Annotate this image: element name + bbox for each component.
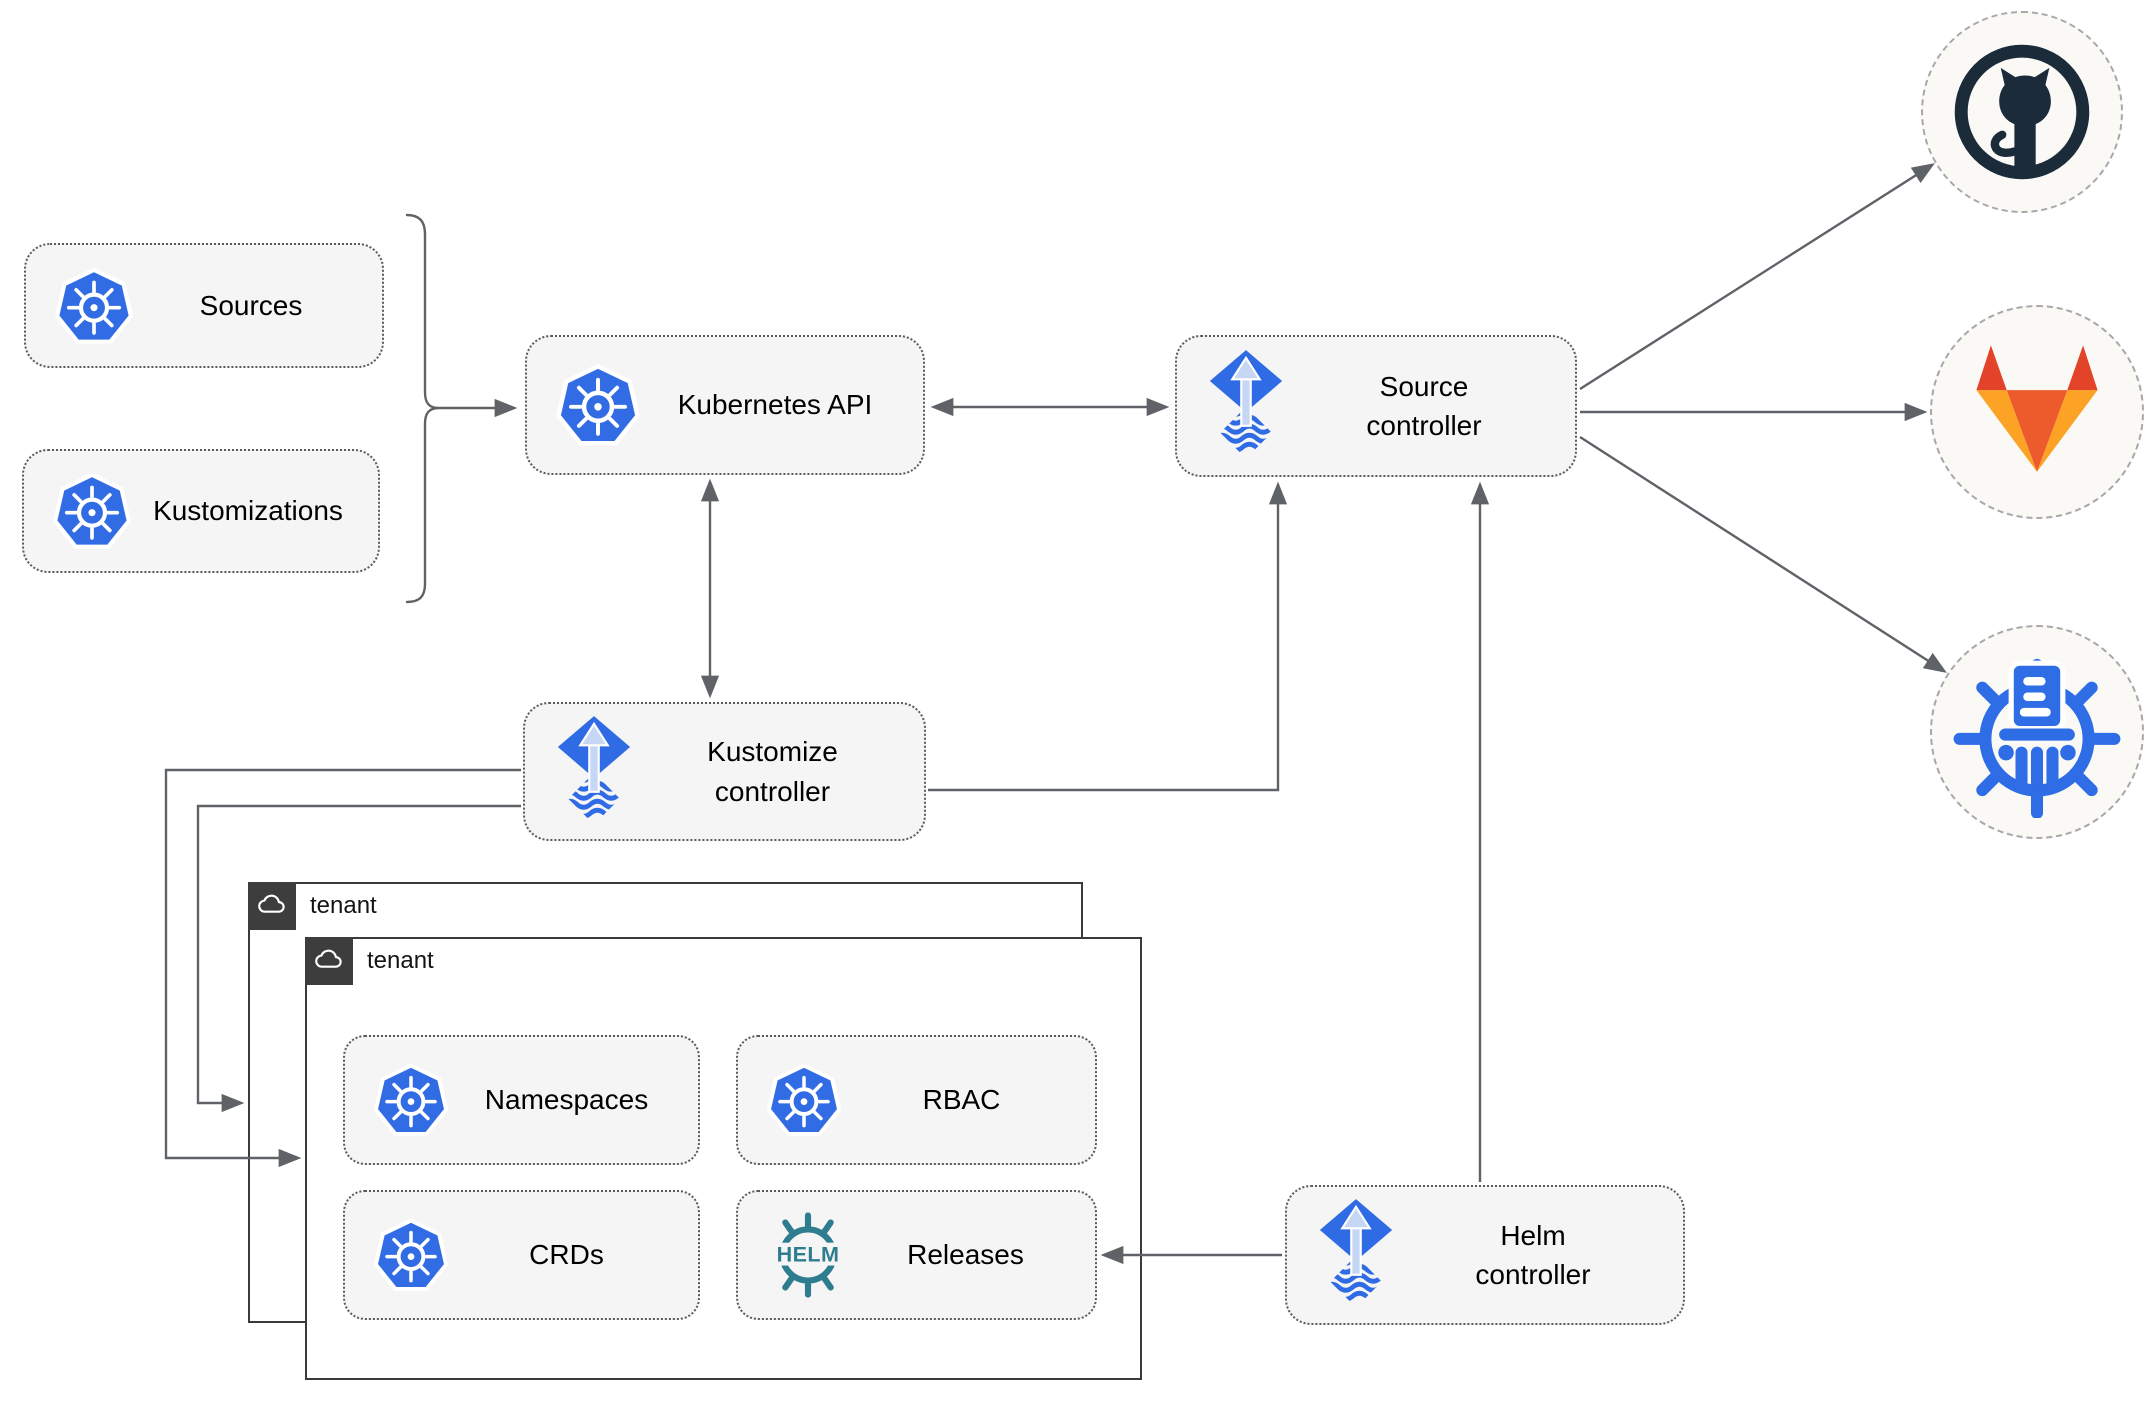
node-label: Helm controller <box>1475 1219 1591 1290</box>
node-label: Releases <box>907 1239 1024 1271</box>
cloud-icon <box>257 891 287 921</box>
kubernetes-icon <box>371 1215 451 1295</box>
node-rbac: RBAC <box>736 1035 1097 1165</box>
tenant-group-label: tenant <box>367 947 434 974</box>
edge-kustomize-controller-to-source-controller <box>928 481 1288 792</box>
node-label: Sources <box>199 289 303 321</box>
github-icon <box>1946 36 2098 188</box>
tenant-group-label: tenant <box>310 892 377 919</box>
external-gitlab <box>1930 305 2144 519</box>
tenant-tab <box>248 882 296 930</box>
flux-icon <box>1313 1199 1399 1311</box>
node-releases: Releases <box>736 1190 1097 1320</box>
node-label: Kustomizations <box>153 495 343 527</box>
tenant-tab <box>305 937 353 985</box>
kubernetes-icon <box>52 264 136 348</box>
helm-icon <box>764 1211 852 1299</box>
external-github <box>1921 11 2123 213</box>
node-namespaces: Namespaces <box>343 1035 700 1165</box>
node-helm-controller: Helm controller <box>1285 1185 1685 1325</box>
node-label: Kubernetes API <box>677 389 873 421</box>
node-label: Source controller <box>1366 370 1482 441</box>
gitlab-icon <box>1958 340 2116 485</box>
node-label: Namespaces <box>484 1084 649 1116</box>
node-label: CRDs <box>529 1239 604 1271</box>
node-crds: CRDs <box>343 1190 700 1320</box>
node-kubernetes-api: Kubernetes API <box>525 335 925 475</box>
flux-icon <box>1203 350 1289 462</box>
node-kustomize-controller: Kustomize controller <box>523 702 926 841</box>
node-sources: Sources <box>24 243 384 368</box>
kubernetes-icon <box>371 1060 451 1140</box>
flux-icon <box>551 716 637 828</box>
cloud-icon <box>314 946 344 976</box>
node-source-controller: Source controller <box>1175 335 1577 477</box>
kubernetes-icon <box>764 1060 844 1140</box>
node-label: RBAC <box>922 1084 1001 1116</box>
kubernetes-icon <box>553 360 643 450</box>
node-kustomizations: Kustomizations <box>22 449 380 573</box>
bracket-sources-group <box>405 213 440 604</box>
kubernetes-icon <box>50 469 134 553</box>
external-chartmuseum <box>1930 625 2144 839</box>
edge-source-controller-to-chartmuseum <box>1579 435 1947 673</box>
node-label: Kustomize controller <box>707 736 838 807</box>
edge-source-controller-to-github <box>1579 163 1935 391</box>
chartmuseum-icon <box>1951 646 2123 818</box>
